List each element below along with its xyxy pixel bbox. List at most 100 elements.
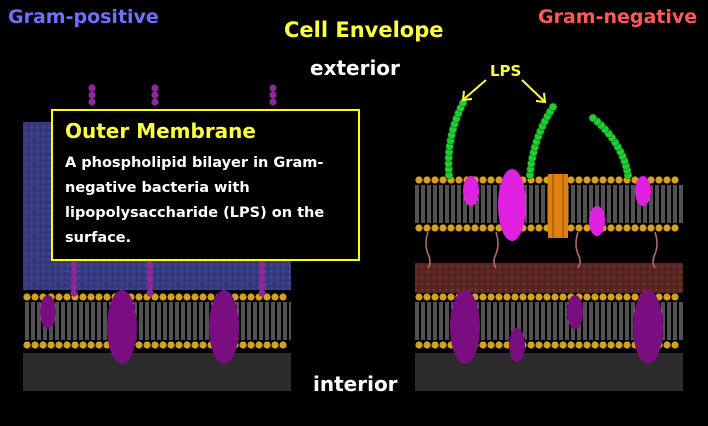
- gn-outer-lipid-head: [583, 176, 591, 184]
- gn-outer-lipid-head: [631, 224, 639, 232]
- gn-inner-lipid-head: [591, 341, 599, 349]
- gp-lipid-head: [255, 341, 263, 349]
- gn-outer-lipid-head: [575, 224, 583, 232]
- teichoic-bead: [151, 98, 159, 106]
- gn-inner-lipid-head: [535, 341, 543, 349]
- gp-lipid-head: [47, 341, 55, 349]
- gp-lipid-head: [191, 341, 199, 349]
- gn-inner-lipid-head: [479, 293, 487, 301]
- gn-outer-lipid-head: [607, 224, 615, 232]
- gn-inner-lipid-head: [439, 293, 447, 301]
- gn-inner-lipid-head: [527, 341, 535, 349]
- gn-inner-protein-b: [509, 328, 525, 362]
- teichoic-bead: [88, 84, 96, 92]
- gn-lps-chains: [444, 98, 633, 180]
- teichoic-bead: [146, 268, 154, 276]
- gn-inner-lipid-head: [551, 293, 559, 301]
- exterior-label: exterior: [310, 56, 400, 80]
- gn-outer-lipid-head: [479, 176, 487, 184]
- gn-inner-lipid-head: [495, 341, 503, 349]
- gp-lipid-head: [55, 341, 63, 349]
- gp-lipid-head: [247, 293, 255, 301]
- gp-lipid-head: [39, 341, 47, 349]
- gn-outer-lipid-head: [591, 176, 599, 184]
- gp-lipid-head: [135, 293, 143, 301]
- teichoic-bead: [70, 282, 78, 290]
- gn-inner-lipid-head: [559, 293, 567, 301]
- gp-lipid-head: [159, 341, 167, 349]
- gp-lipid-head: [199, 341, 207, 349]
- gn-inner-lipid-head: [431, 293, 439, 301]
- gp-protein-small: [40, 295, 56, 329]
- gp-lipid-head: [95, 341, 103, 349]
- gn-inner-lipid-head: [623, 293, 631, 301]
- outer-membrane-info-box: Outer Membrane A phospholipid bilayer in…: [51, 109, 360, 261]
- gp-lipid-head: [79, 341, 87, 349]
- gn-inner-lipid-head: [663, 293, 671, 301]
- gn-inner-lipid-head: [535, 293, 543, 301]
- gn-inner-lipid-head: [575, 341, 583, 349]
- teichoic-bead: [269, 91, 277, 99]
- gp-lipid-head: [271, 341, 279, 349]
- gp-lipid-head: [31, 293, 39, 301]
- gn-outer-lipid-head: [535, 176, 543, 184]
- gn-porin: [548, 174, 568, 238]
- gn-outer-protein-d: [635, 176, 651, 206]
- gn-inner-lipid-head: [415, 341, 423, 349]
- gn-inner-lipid-head: [615, 293, 623, 301]
- gn-outer-lipid-head: [615, 176, 623, 184]
- gn-outer-lipid-head: [639, 224, 647, 232]
- gp-lipid-head: [87, 293, 95, 301]
- gn-inner-lipid-head: [487, 341, 495, 349]
- gn-outer-lipid-head: [487, 176, 495, 184]
- gp-lipid-head: [151, 341, 159, 349]
- gn-outer-lipid-head: [479, 224, 487, 232]
- gn-outer-lipid-head: [647, 224, 655, 232]
- gn-outer-lipid-head: [431, 176, 439, 184]
- gn-outer-protein-c: [589, 206, 605, 236]
- gn-outer-lipid-head: [439, 176, 447, 184]
- gn-outer-lipid-head: [431, 224, 439, 232]
- gp-lipid-head: [175, 341, 183, 349]
- gp-lipid-head: [239, 341, 247, 349]
- gp-lipid-head: [247, 341, 255, 349]
- gn-inner-lipid-head: [503, 341, 511, 349]
- gp-lipid-head: [207, 293, 215, 301]
- lipoprotein: [425, 231, 431, 269]
- lipoprotein: [493, 231, 499, 269]
- gp-protein-large-left: [107, 290, 137, 364]
- interior-label: interior: [313, 372, 398, 396]
- gn-inner-lipid-head: [495, 293, 503, 301]
- gn-inner-lipid-head: [607, 341, 615, 349]
- teichoic-bead: [70, 289, 78, 297]
- gp-lipid-head: [279, 341, 287, 349]
- gp-lipid-head: [167, 293, 175, 301]
- gn-inner-lipid-head: [599, 341, 607, 349]
- gn-inner-protein-c: [567, 295, 583, 329]
- gn-outer-lipid-head: [535, 224, 543, 232]
- gram-negative-envelope: [415, 98, 683, 391]
- gn-outer-proteins: [463, 169, 651, 241]
- gn-outer-lipid-head: [447, 224, 455, 232]
- cell-envelope-title: Cell Envelope: [284, 18, 444, 42]
- gn-inner-lipid-head: [511, 293, 519, 301]
- gn-outer-lipid-head: [527, 224, 535, 232]
- gn-inner-lipid-head: [439, 341, 447, 349]
- gp-lipid-head: [199, 293, 207, 301]
- gn-outer-lipid-head: [415, 224, 423, 232]
- gn-inner-lipid-head: [671, 293, 679, 301]
- lipoprotein: [652, 231, 658, 269]
- gn-inner-lipid-head: [415, 293, 423, 301]
- gn-inner-lipid-head: [591, 293, 599, 301]
- teichoic-bead: [70, 275, 78, 283]
- gp-lipid-head: [183, 341, 191, 349]
- gn-outer-lipid-head: [439, 224, 447, 232]
- gn-inner-lipid-head: [543, 341, 551, 349]
- teichoic-bead: [258, 282, 266, 290]
- gram-positive-title: Gram-positive: [8, 6, 159, 28]
- teichoic-bead: [258, 275, 266, 283]
- teichoic-bead: [70, 261, 78, 269]
- info-box-body: A phospholipid bilayer in Gram-negative …: [65, 155, 325, 246]
- teichoic-bead: [269, 98, 277, 106]
- gn-inner-lipid-head: [487, 293, 495, 301]
